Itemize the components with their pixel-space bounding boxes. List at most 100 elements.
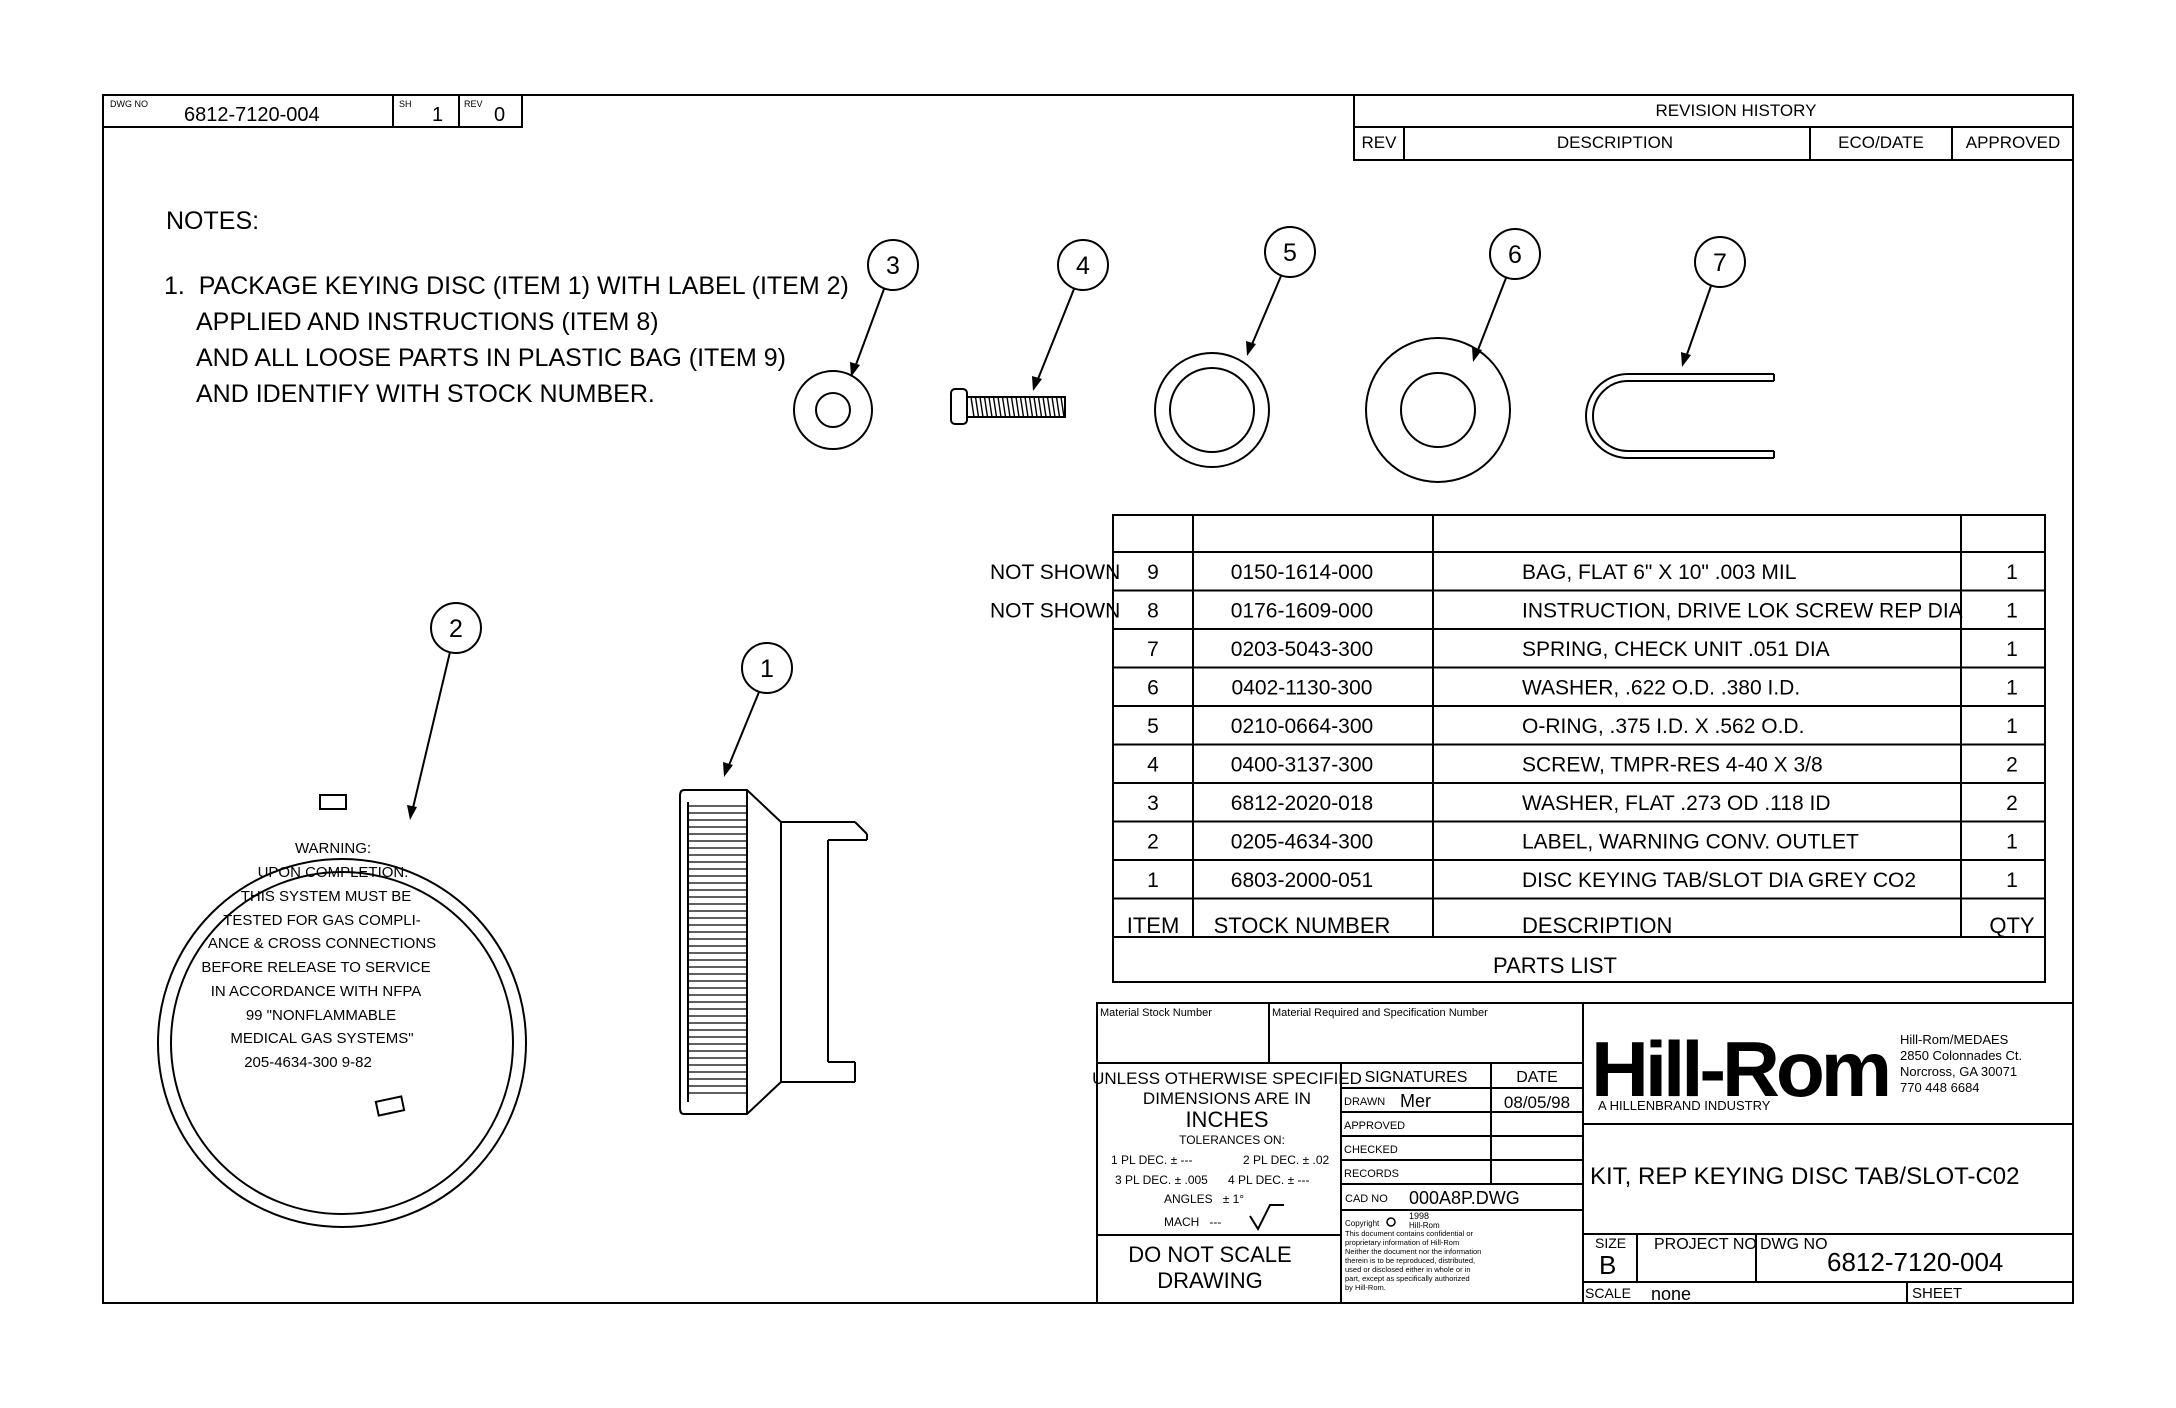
parts-list-title: PARTS LIST: [1493, 953, 1617, 978]
label-line: ANCE & CROSS CONNECTIONS: [208, 935, 436, 952]
note-line: AND IDENTIFY WITH STOCK NUMBER.: [196, 380, 655, 408]
copyright-line: by Hill-Rom.: [1345, 1283, 1386, 1292]
row-item: 6: [1147, 677, 1159, 700]
note-line: APPLIED AND INSTRUCTIONS (ITEM 8): [196, 308, 659, 336]
header-rev: 0: [494, 104, 505, 126]
header-sheet: 1: [432, 104, 443, 126]
dimensions-are-in: DIMENSIONS ARE IN: [1143, 1089, 1311, 1108]
cad-no: 000A8P.DWG: [1409, 1188, 1520, 1208]
row-description: LABEL, WARNING CONV. OUTLET: [1522, 831, 1859, 854]
balloon-5: 5: [1246, 226, 1316, 356]
part-7-spring-clip: [1585, 373, 1775, 459]
header-block: DWG NO 6812-7120-004 SH 1 REV 0: [102, 94, 523, 128]
balloon-7: 7: [1681, 236, 1746, 367]
svg-text:4: 4: [1076, 252, 1090, 280]
records-label: RECORDS: [1344, 1168, 1399, 1180]
material-spec-label: Material Required and Specification Numb…: [1272, 1007, 1488, 1019]
svg-text:6: 6: [1508, 241, 1522, 269]
row-qty: 1: [2006, 638, 2018, 661]
header-dwg-no-label: DWG NO: [110, 99, 148, 109]
do-not-scale-1: DO NOT SCALE: [1128, 1242, 1291, 1267]
copyright-label: Copyright: [1345, 1219, 1380, 1228]
tol-4pl: 4 PL DEC. ± ---: [1228, 1173, 1310, 1187]
balloon-6: 6: [1472, 228, 1541, 362]
balloon-3: 3: [850, 239, 919, 377]
label-line: TESTED FOR GAS COMPLI-: [223, 912, 421, 929]
row-item: 3: [1147, 792, 1159, 815]
size-value: B: [1599, 1250, 1616, 1280]
row-description: INSTRUCTION, DRIVE LOK SCREW REP DIA: [1522, 600, 1963, 623]
drawn-label: DRAWN: [1344, 1096, 1385, 1108]
copyright-line: This document contains confidential or: [1345, 1229, 1473, 1238]
row-description: BAG, FLAT 6" X 10" .003 MIL: [1522, 561, 1796, 584]
row-description: SCREW, TMPR-RES 4-40 X 3/8: [1522, 754, 1823, 777]
row-item: 7: [1147, 638, 1159, 661]
title-sheet-label: SHEET: [1912, 1285, 1962, 1302]
row-item: 2: [1147, 831, 1159, 854]
notes: NOTES: 1. PACKAGE KEYING DISC (ITEM 1) W…: [164, 207, 849, 408]
header-dwg-no: 6812-7120-004: [184, 104, 320, 126]
parts-header-item: ITEM: [1127, 913, 1180, 938]
tol-1pl: 1 PL DEC. ± ---: [1111, 1153, 1193, 1167]
address-line: Norcross, GA 30071: [1900, 1064, 2017, 1079]
part-6-washer: [1365, 337, 1511, 483]
rev-col-description: DESCRIPTION: [1557, 133, 1673, 152]
part-3-washer: [793, 370, 873, 450]
label-line: 99 "NONFLAMMABLE: [246, 1007, 396, 1024]
row-qty: 1: [2006, 715, 2018, 738]
signatures-label: SIGNATURES: [1365, 1069, 1468, 1086]
row-stock-number: 6812-2020-018: [1231, 792, 1373, 815]
copyright-icon: [1386, 1217, 1396, 1227]
row-item: 4: [1147, 754, 1159, 777]
address-line: Hill-Rom/MEDAES: [1900, 1032, 2009, 1047]
copyright-line: used or disclosed either in whole or in: [1345, 1265, 1471, 1274]
copyright-line: part, except as specifically authorized: [1345, 1274, 1470, 1283]
logo-tagline: A HILLENBRAND INDUSTRY: [1598, 1098, 1771, 1113]
parts-header-stock: STOCK NUMBER: [1214, 913, 1391, 938]
revision-history-title: REVISION HISTORY: [1656, 101, 1817, 120]
copyright-holder: Hill-Rom: [1409, 1221, 1440, 1230]
label-line: 205-4634-300 9-82: [244, 1054, 372, 1071]
svg-text:1: 1: [760, 655, 774, 683]
row-item: 1: [1147, 869, 1159, 892]
note-line: 1. PACKAGE KEYING DISC (ITEM 1) WITH LAB…: [164, 272, 849, 300]
row-qty: 1: [2006, 831, 2018, 854]
scale-value: none: [1651, 1284, 1691, 1304]
units: INCHES: [1185, 1107, 1268, 1132]
rev-col-eco-date: ECO/DATE: [1838, 133, 1924, 152]
row-description: DISC KEYING TAB/SLOT DIA GREY CO2: [1522, 869, 1916, 892]
row-description: SPRING, CHECK UNIT .051 DIA: [1522, 638, 1830, 661]
label-line: WARNING:: [295, 840, 371, 857]
approved-label: APPROVED: [1344, 1120, 1405, 1132]
do-not-scale-2: DRAWING: [1157, 1268, 1263, 1293]
row-stock-number: 0210-0664-300: [1231, 715, 1373, 738]
balloon-2: 2: [407, 602, 482, 820]
row-qty: 2: [2006, 754, 2018, 777]
part-5-o-ring: [1154, 352, 1270, 468]
row-description: WASHER, FLAT .273 OD .118 ID: [1522, 792, 1831, 815]
row-qty: 1: [2006, 600, 2018, 623]
title-dwg-no: 6812-7120-004: [1827, 1247, 2003, 1277]
row-item: 5: [1147, 715, 1159, 738]
row-description: O-RING, .375 I.D. X .562 O.D.: [1522, 715, 1804, 738]
label-line: BEFORE RELEASE TO SERVICE: [201, 959, 430, 976]
row-stock-number: 0150-1614-000: [1231, 561, 1373, 584]
unless-specified: UNLESS OTHERWISE SPECIFIED: [1092, 1069, 1362, 1088]
project-no-label: PROJECT NO: [1654, 1236, 1757, 1253]
row-item: 9: [1147, 561, 1159, 584]
row-qty: 1: [2006, 677, 2018, 700]
row-qty: 1: [2006, 561, 2018, 584]
material-stock-label: Material Stock Number: [1100, 1007, 1212, 1019]
rev-col-rev: REV: [1362, 133, 1398, 152]
date-label: DATE: [1516, 1069, 1557, 1086]
drawn-date: 08/05/98: [1504, 1093, 1570, 1112]
angles: ANGLES ± 1°: [1164, 1192, 1244, 1206]
surface-finish-check-icon: [1249, 1204, 1284, 1232]
checked-label: CHECKED: [1344, 1144, 1398, 1156]
address-line: 770 448 6684: [1900, 1080, 1980, 1095]
svg-text:2: 2: [449, 615, 463, 643]
mach: MACH ---: [1164, 1215, 1221, 1229]
